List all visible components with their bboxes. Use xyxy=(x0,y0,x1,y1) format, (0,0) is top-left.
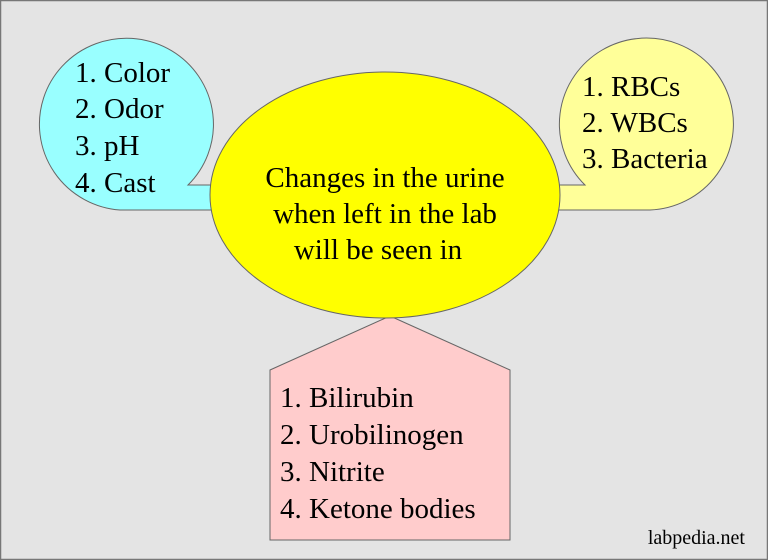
center-line: when left in the lab xyxy=(273,198,497,230)
center-line: Changes in the urine xyxy=(265,162,504,194)
right-callout-shape xyxy=(557,37,734,211)
right-item: 2. WBCs xyxy=(582,107,688,139)
left-item: 1. Color xyxy=(75,57,170,89)
left-item: 2. Odor xyxy=(75,93,164,125)
bottom-item: 1. Bilirubin xyxy=(280,382,414,414)
left-callout-shape xyxy=(38,37,216,211)
right-item: 3. Bacteria xyxy=(582,143,708,175)
left-item: 4. Cast xyxy=(75,167,156,199)
bottom-item: 4. Ketone bodies xyxy=(280,493,476,525)
left-item: 3. pH xyxy=(75,130,140,162)
left-callout: 1. Color 2. Odor 3. pH 4. Cast xyxy=(38,37,216,211)
center-line: will be seen in xyxy=(294,234,463,266)
bottom-item: 3. Nitrite xyxy=(280,456,385,488)
center-node: Changes in the urine when left in the la… xyxy=(209,71,561,319)
center-ellipse xyxy=(209,71,561,319)
bottom-callout-shape xyxy=(269,315,511,541)
right-item: 1. RBCs xyxy=(582,71,680,103)
right-callout: 1. RBCs 2. WBCs 3. Bacteria xyxy=(557,37,734,211)
bottom-item: 2. Urobilinogen xyxy=(280,419,464,451)
bottom-callout: 1. Bilirubin 2. Urobilinogen 3. Nitrite … xyxy=(269,315,511,541)
watermark: labpedia.net xyxy=(648,527,746,549)
